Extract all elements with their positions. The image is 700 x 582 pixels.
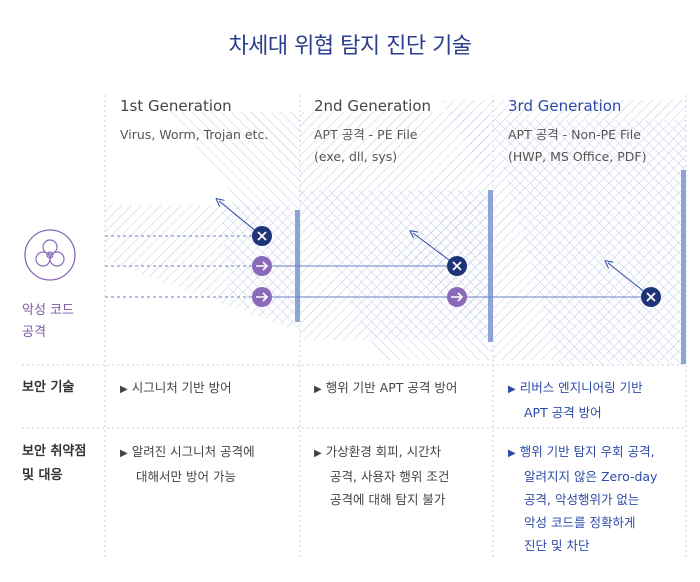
pass-arrow-icon	[252, 256, 272, 276]
bullet-icon: ▶	[508, 448, 516, 459]
bullet-icon: ▶	[120, 384, 128, 395]
row-label-weakness: 보안 취약점 및 대응	[22, 444, 87, 483]
weakness-gen2: ▶가상환경 회피, 시간차 공격, 사용자 행위 조건 공격에 대해 탐지 불가	[314, 444, 450, 507]
page-title: 차세대 위협 탐지 진단 기술	[228, 34, 472, 59]
pass-arrow-icon	[447, 287, 467, 307]
blocked-x-icon	[447, 256, 467, 276]
security-tech-gen3: ▶리버스 엔지니어링 기반 APT 공격 방어	[508, 380, 643, 420]
generation-1-title: 1st Generation	[120, 97, 232, 115]
security-tech-gen2: ▶행위 기반 APT 공격 방어	[314, 380, 458, 395]
malware-attack-label: 악성 코드 공격	[22, 303, 74, 340]
weakness-gen3: ▶행위 기반 탐지 우회 공격, 알려지지 않은 Zero-day 공격, 악성…	[508, 444, 658, 553]
biohazard-icon	[24, 229, 76, 281]
weakness-gen1: ▶알려진 시그니처 공격에 대해서만 방어 가능	[120, 444, 255, 484]
blocked-x-icon	[641, 287, 661, 307]
generation-2-desc: APT 공격 - PE File (exe, dll, sys)	[314, 127, 418, 164]
generation-3-title: 3rd Generation	[508, 97, 622, 115]
bullet-icon: ▶	[314, 384, 322, 395]
blocked-x-icon	[252, 226, 272, 246]
bullet-icon: ▶	[314, 448, 322, 459]
generation-1-desc: Virus, Worm, Trojan etc.	[120, 127, 269, 142]
defense-wall-2	[488, 190, 493, 342]
pass-arrow-icon	[252, 287, 272, 307]
security-tech-gen1: ▶시그니처 기반 방어	[120, 380, 232, 395]
bullet-icon: ▶	[120, 448, 128, 459]
bullet-icon: ▶	[508, 384, 516, 395]
generation-2-title: 2nd Generation	[314, 97, 432, 115]
generation-3-desc: APT 공격 - Non-PE File (HWP, MS Office, PD…	[508, 127, 647, 164]
defense-wall-3	[681, 170, 686, 364]
hatch-zone-3	[390, 100, 686, 365]
row-label-security-tech: 보안 기술	[22, 380, 75, 395]
